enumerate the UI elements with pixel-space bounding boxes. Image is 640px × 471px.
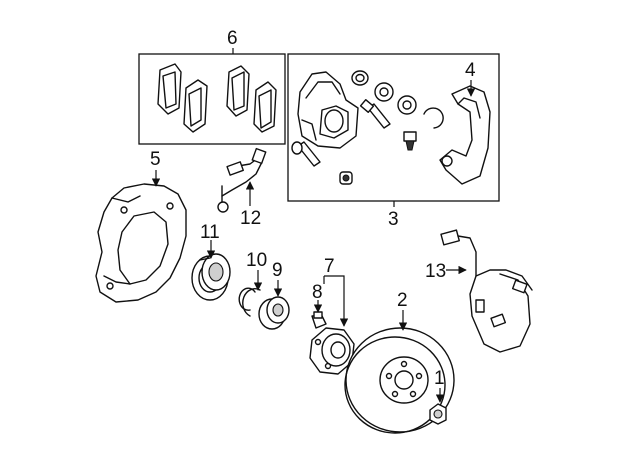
hub-nut[interactable] <box>429 403 447 425</box>
brake-hose[interactable] <box>217 147 267 213</box>
brake-pad-1[interactable] <box>157 63 182 115</box>
callout-labels: 6 4 5 3 12 11 10 9 7 8 2 13 1 <box>150 28 476 389</box>
abs-sensor[interactable] <box>440 229 533 353</box>
callout-13: 13 <box>425 261 446 282</box>
leader-lines <box>151 80 476 403</box>
callout-1: 1 <box>434 368 445 389</box>
dust-shield[interactable] <box>95 183 187 303</box>
caliper-bolt-lower[interactable] <box>291 141 321 167</box>
callout-5: 5 <box>150 149 161 170</box>
brake-pad-2[interactable] <box>183 79 208 133</box>
pad-set-box <box>138 53 286 145</box>
caliper-bushing[interactable] <box>339 171 353 185</box>
callout-10: 10 <box>246 250 267 271</box>
hub-bearing[interactable] <box>258 296 290 330</box>
callout-3: 3 <box>388 209 399 230</box>
callout-6: 6 <box>227 28 238 49</box>
caliper-group <box>287 53 500 207</box>
callout-7: 7 <box>324 256 335 277</box>
callout-9: 9 <box>272 260 283 281</box>
callout-12: 12 <box>240 208 261 229</box>
bleeder-screw[interactable] <box>403 131 417 151</box>
brake-pad-4[interactable] <box>253 81 277 133</box>
callout-11: 11 <box>200 222 220 243</box>
brake-pad-3[interactable] <box>226 65 250 117</box>
caliper-bolt-upper[interactable] <box>359 99 391 129</box>
callout-2: 2 <box>397 290 408 311</box>
pad-set-group <box>138 48 286 145</box>
callout-8: 8 <box>312 282 323 303</box>
snap-ring[interactable] <box>238 287 261 317</box>
wheel-bearing[interactable] <box>191 253 231 301</box>
hub-bolt[interactable] <box>311 311 327 329</box>
caliper-mounting-bracket[interactable] <box>439 85 491 185</box>
callout-4: 4 <box>465 60 476 81</box>
caliper-seal-set[interactable] <box>351 70 444 129</box>
caliper-body[interactable] <box>297 71 359 149</box>
